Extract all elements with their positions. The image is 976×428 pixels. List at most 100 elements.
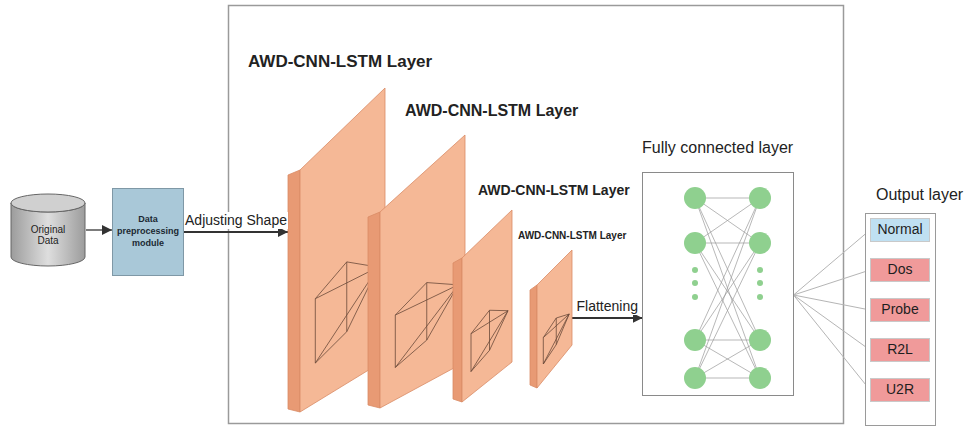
weight-line <box>695 198 760 243</box>
ellipsis-dot <box>692 280 698 286</box>
ellipsis-dot <box>757 294 763 300</box>
process-box: Data preprocessing module <box>112 188 184 276</box>
slab-front <box>380 135 465 408</box>
layer-heading: AWD-CNN-LSTM Layer <box>405 101 502 120</box>
layer-heading: AWD-CNN-LSTM Layer <box>518 230 572 242</box>
ellipsis-dot <box>757 280 763 286</box>
slab-front <box>300 88 385 412</box>
neuron <box>684 232 706 254</box>
kernel-wireframe <box>315 299 316 363</box>
layer-slab: AWD-CNN-LSTM Layer <box>518 230 572 388</box>
ellipsis-dot <box>692 294 698 300</box>
layer-heading: AWD-CNN-LSTM Layer <box>248 52 385 72</box>
cylinder-top <box>11 194 85 212</box>
kernel-wireframe <box>315 332 346 363</box>
data-source-cylinder: Original Data <box>10 193 86 267</box>
kernel-wireframe <box>426 283 427 341</box>
neuron <box>749 187 771 209</box>
kernel-wireframe <box>395 315 396 367</box>
neuron <box>749 329 771 351</box>
slab-side <box>530 285 537 388</box>
neuron <box>749 367 771 389</box>
kernel-wireframe <box>543 314 569 364</box>
kernel-wireframe <box>471 350 490 371</box>
layer-heading: AWD-CNN-LSTM Layer <box>478 182 537 199</box>
slab-side <box>368 212 380 408</box>
weight-line <box>695 198 760 340</box>
dense-drawing <box>642 172 795 397</box>
class-name: Dos <box>888 262 913 277</box>
kernel-wireframe <box>543 314 569 338</box>
edge-label: Flattening <box>576 298 639 315</box>
weight-line <box>695 198 760 378</box>
kernel-wireframe <box>490 311 509 351</box>
connector <box>184 231 288 233</box>
slab-front <box>537 250 572 388</box>
class-label: Dos <box>870 258 930 282</box>
weight-line <box>695 198 760 378</box>
class-name: Probe <box>881 302 918 317</box>
slab-drawing <box>248 52 385 412</box>
output-frame <box>866 214 936 426</box>
neuron <box>684 187 706 209</box>
class-name: Normal <box>877 222 922 237</box>
slab-drawing <box>368 101 465 408</box>
class-label: U2R <box>870 378 930 402</box>
slab-drawing <box>453 182 512 402</box>
class-label: R2L <box>870 338 930 362</box>
class-label: Normal <box>870 218 930 242</box>
kernel-wireframe <box>395 285 458 315</box>
slab-front <box>462 210 512 402</box>
kernel-wireframe <box>543 338 544 364</box>
slab-side <box>453 258 462 402</box>
kernel-wireframe <box>556 318 557 345</box>
output-box: Output layerNormalDosProbeR2LU2R <box>865 185 937 425</box>
kernel-wireframe <box>489 310 490 350</box>
connector <box>572 317 643 319</box>
kernel-wireframe <box>471 311 508 372</box>
slab-shape <box>368 135 465 408</box>
weight-line <box>695 243 760 378</box>
box-heading: Fully connected layer <box>642 138 817 157</box>
slab-shape <box>530 250 572 388</box>
edge-label: Adjusting Shape <box>184 212 288 229</box>
box-heading: Output layer <box>876 185 948 204</box>
weight-line <box>695 243 760 340</box>
layer-slab: AWD-CNN-LSTM Layer <box>368 101 465 408</box>
neuron <box>684 329 706 351</box>
weight-line <box>695 340 760 378</box>
kernel-wireframe <box>490 310 509 311</box>
connector <box>86 229 112 230</box>
class-label: Probe <box>870 298 930 322</box>
connector <box>794 295 871 390</box>
connector <box>794 295 871 310</box>
slab-side <box>288 170 300 412</box>
dense-layer-box: Fully connected layer <box>642 138 817 395</box>
slab-drawing <box>518 230 572 388</box>
neuron <box>684 367 706 389</box>
connector <box>794 230 871 295</box>
node-label: Original Data <box>22 224 74 247</box>
layer-slab: AWD-CNN-LSTM Layer <box>453 182 512 402</box>
dense-box <box>643 173 794 396</box>
slab-shape <box>288 88 385 412</box>
ellipsis-dot <box>757 267 763 273</box>
class-name: R2L <box>887 342 913 357</box>
model-panel <box>229 6 844 424</box>
kernel-wireframe <box>471 334 472 372</box>
weight-line <box>695 198 760 243</box>
neuron <box>749 232 771 254</box>
kernel-wireframe <box>395 285 458 368</box>
weight-line <box>695 340 760 378</box>
slab-shape <box>453 210 512 402</box>
kernel-wireframe <box>395 340 426 367</box>
connector <box>794 270 871 295</box>
kernel-wireframe <box>315 262 346 299</box>
weight-line <box>695 243 760 340</box>
node-label: Data preprocessing module <box>116 214 180 249</box>
class-name: U2R <box>886 382 914 397</box>
layer-slab: AWD-CNN-LSTM Layer <box>248 52 385 412</box>
kernel-wireframe <box>346 262 347 332</box>
